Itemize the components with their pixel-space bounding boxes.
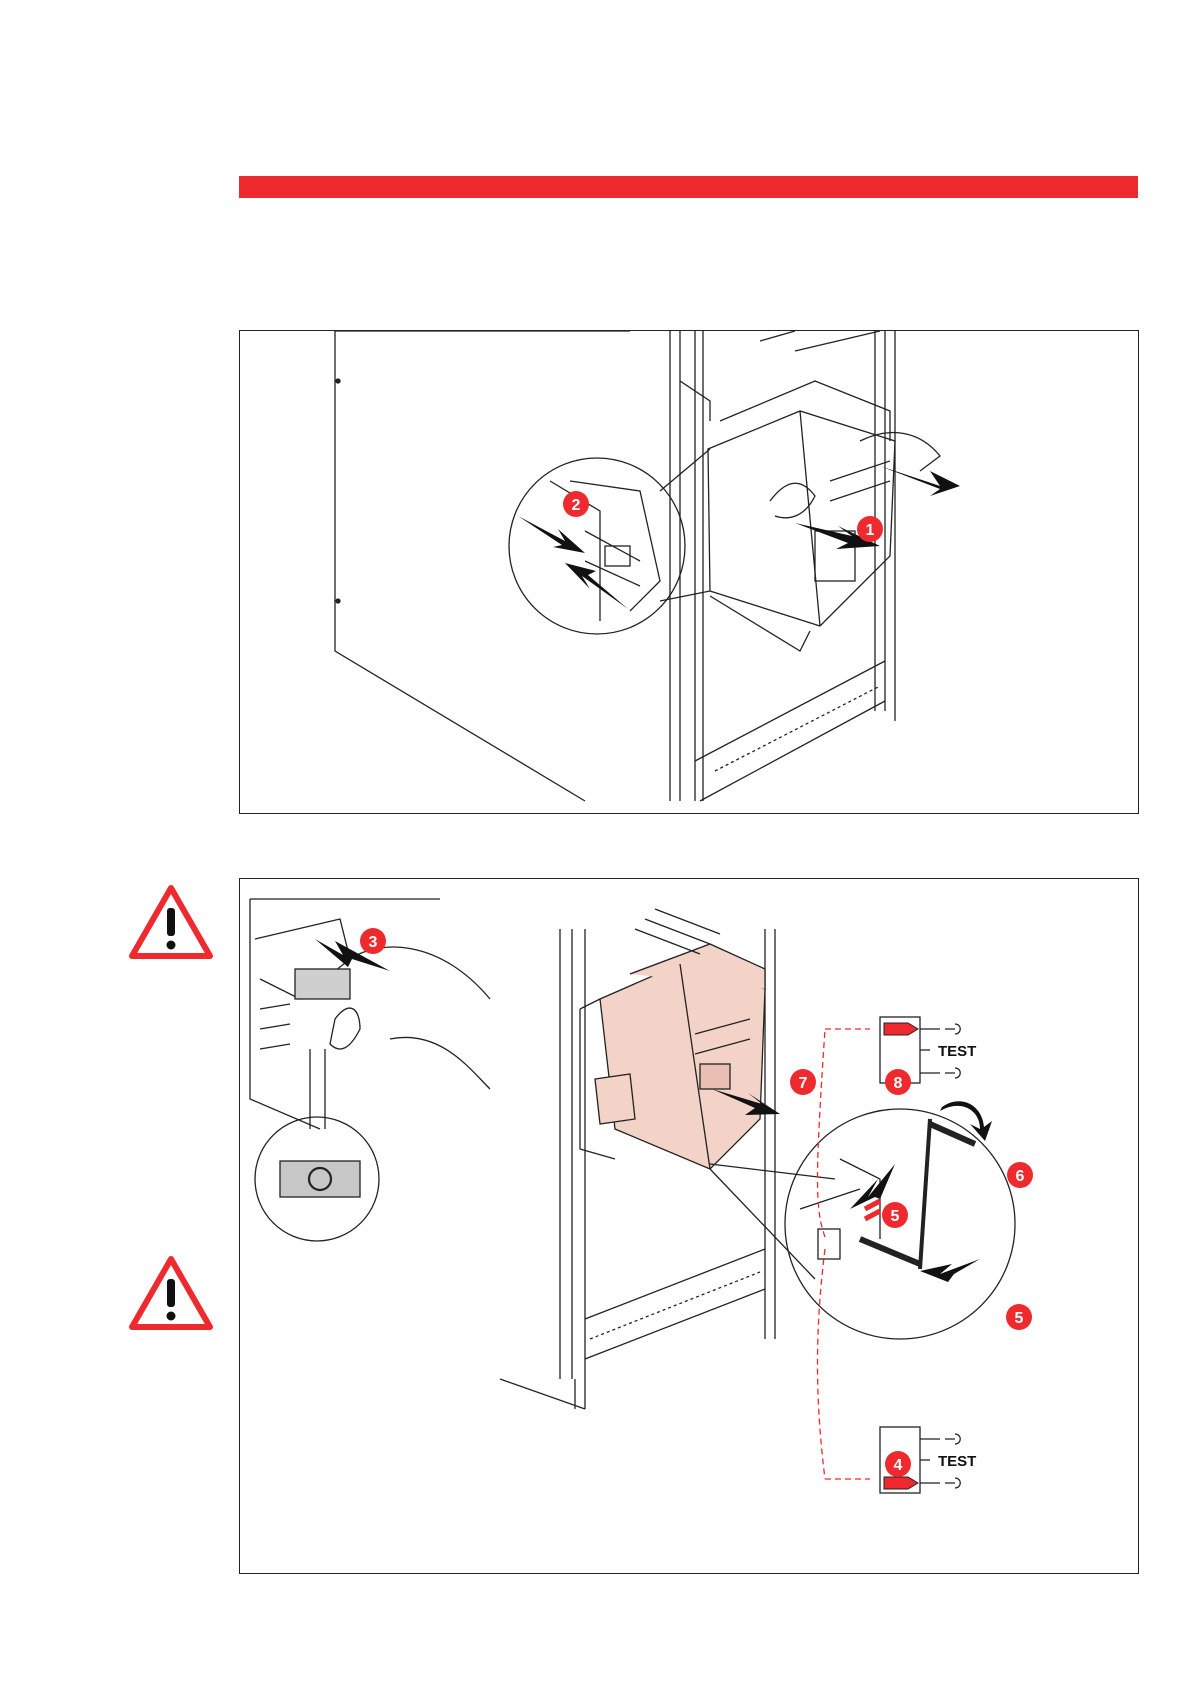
indicator-bottom-test-label: TEST [938,1453,976,1470]
figure-insert-breaker-drawing: 1 2 [240,331,1140,815]
step-badge-7: 7 [799,1075,808,1092]
section-red-bar [239,176,1138,198]
step-badge-6: 6 [1016,1168,1025,1185]
step-badge-4: 4 [894,1457,903,1474]
figure-insert-breaker: 1 2 [239,330,1139,814]
warning-triangle-icon [128,1255,214,1331]
step-badge-8: 8 [894,1075,903,1092]
step-badge-2: 2 [572,497,581,514]
warning-triangle-icon [128,884,214,960]
figure-rack-in-breaker: 3 4 5 5 6 7 8 TEST TEST [239,878,1139,1574]
figure-rack-in-drawing: 3 4 5 5 6 7 8 TEST TEST [240,879,1140,1575]
step-badge-5b: 5 [1015,1310,1024,1327]
indicator-top-test-label: TEST [938,1043,976,1060]
step-badge-3: 3 [369,934,378,951]
step-badge-1: 1 [866,522,875,539]
step-badge-5a: 5 [891,1208,900,1225]
